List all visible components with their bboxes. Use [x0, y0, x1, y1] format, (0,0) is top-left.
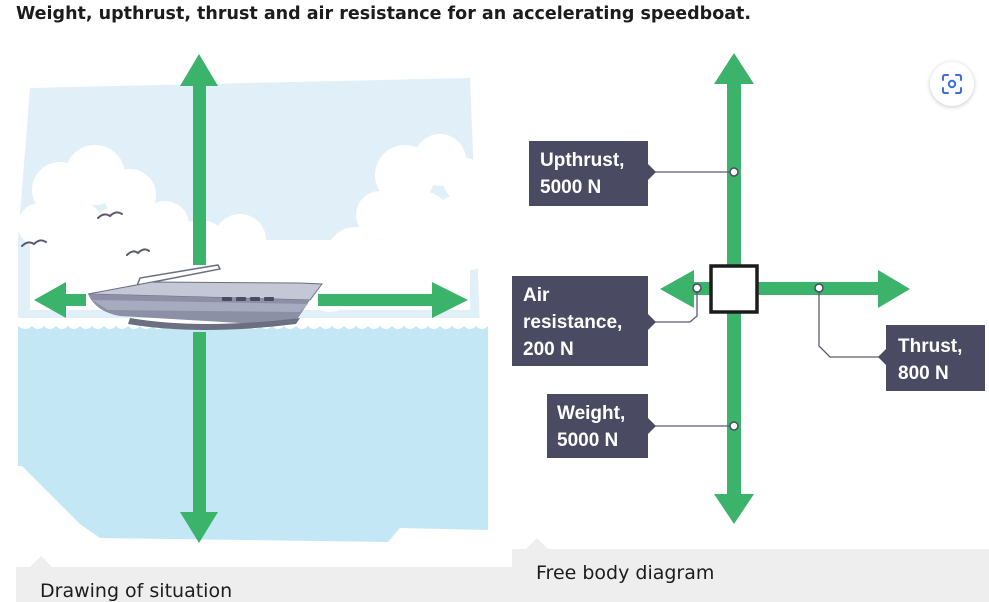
left-caption-box: Drawing of situation — [16, 567, 536, 602]
air-resistance-label: Air resistance, 200 N — [512, 276, 656, 366]
fbd-force-arrows — [660, 53, 910, 524]
left-caption: Drawing of situation — [40, 580, 233, 602]
left-caption-pointer — [30, 556, 52, 567]
air-resistance-label-line3: 200 N — [523, 339, 574, 360]
drawing-down-arrow-shaft — [193, 332, 206, 517]
drawing-right-arrow-head — [432, 282, 468, 318]
fbd-object-box — [709, 264, 759, 314]
right-caption: Free body diagram — [536, 562, 715, 584]
fbd-left-arrow-head — [660, 270, 694, 308]
fbd-right-arrow-head — [878, 270, 910, 308]
situation-drawing — [18, 54, 490, 543]
weight-label-line1: Weight, — [557, 403, 625, 424]
right-caption-pointer — [526, 538, 548, 549]
air-resistance-label-line2: resistance, — [523, 312, 622, 333]
zoom-lens-icon — [942, 74, 962, 94]
free-body-diagram: Upthrust, 5000 N Air resistance, 200 N W… — [512, 53, 985, 524]
drawing-down-arrow-head — [180, 512, 218, 543]
drawing-right-arrow-shaft — [318, 294, 436, 306]
right-caption-box: Free body diagram — [512, 549, 989, 602]
upthrust-label-line2: 5000 N — [540, 177, 601, 198]
leader-dots — [692, 167, 824, 431]
birds — [21, 211, 150, 256]
drawing-left-arrow-head — [34, 282, 66, 318]
speedboat — [87, 264, 323, 330]
figure-title: Weight, upthrust, thrust and air resista… — [16, 4, 752, 24]
air-resistance-label-line1: Air — [523, 285, 550, 306]
zoom-image-button[interactable] — [930, 62, 974, 106]
leader-lines — [648, 171, 886, 427]
fbd-up-arrow-head — [714, 53, 754, 84]
thrust-label: Thrust, 800 N — [878, 325, 985, 391]
weight-label: Weight, 5000 N — [547, 394, 656, 458]
upthrust-label: Upthrust, 5000 N — [529, 141, 656, 206]
weight-label-line2: 5000 N — [557, 430, 618, 451]
water-area — [18, 326, 488, 542]
drawing-up-arrow-shaft — [193, 80, 206, 265]
drawing-up-arrow-head — [180, 54, 218, 86]
drawing-left-arrow-shaft — [64, 294, 86, 306]
fbd-down-arrow-shaft — [727, 312, 741, 498]
upthrust-label-line1: Upthrust, — [540, 150, 624, 171]
drawing-force-arrows — [34, 54, 468, 543]
thrust-label-line1: Thrust, — [898, 336, 962, 357]
fbd-down-arrow-head — [714, 494, 754, 524]
thrust-label-line2: 800 N — [898, 363, 949, 384]
